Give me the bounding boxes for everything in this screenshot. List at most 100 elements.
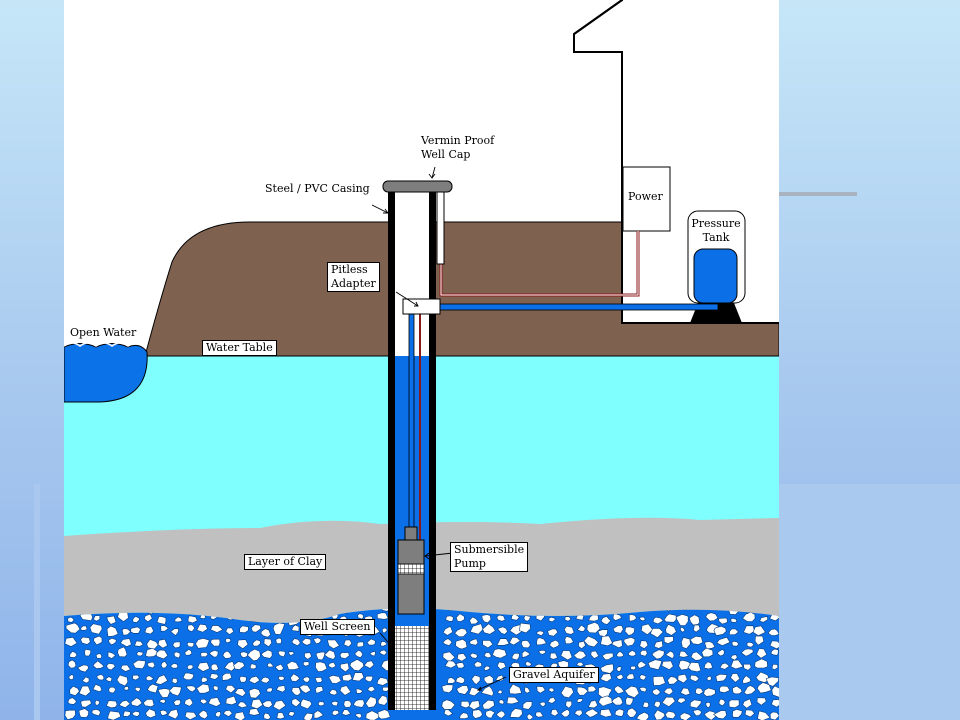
gravel-stone [624, 685, 640, 699]
gravel-stone [742, 611, 756, 622]
gravel-stone [612, 625, 624, 634]
gravel-stone [174, 616, 183, 623]
gravel-stone [469, 652, 478, 659]
gravel-stone [119, 638, 132, 648]
gravel-stone [340, 662, 350, 673]
gravel-stone [367, 685, 376, 693]
gravel-stone [728, 699, 740, 709]
gravel-stone [678, 650, 689, 658]
background-accent-line [779, 192, 857, 196]
gravel-stone [250, 698, 264, 710]
gravel-stone [380, 641, 388, 647]
gravel-stone [716, 636, 731, 647]
gravel-stone [356, 641, 364, 648]
pitless-adapter [402, 298, 441, 315]
gravel-stone [746, 641, 755, 648]
gravel-stone [67, 697, 77, 705]
gravel-stone [587, 699, 598, 709]
gravel-stone [182, 672, 195, 681]
gravel-stone [184, 649, 193, 656]
gravel-stone [173, 699, 181, 706]
gravel-stone [136, 651, 144, 657]
gravel-stone [524, 686, 531, 694]
gravel-stone [225, 685, 236, 694]
gravel-stone [134, 640, 144, 647]
gravel-stone [719, 685, 731, 694]
gravel-stone [626, 707, 638, 718]
gravel-stone [315, 661, 328, 673]
gravel-stone [637, 660, 647, 669]
gravel-stone [239, 676, 247, 683]
gravel-stone [222, 709, 233, 717]
gravel-stone [65, 622, 81, 634]
gravel-stone [291, 698, 302, 708]
gravel-stone [705, 701, 711, 709]
gravel-stone [560, 685, 574, 699]
gravel-stone [460, 700, 471, 709]
gravel-stone [314, 676, 323, 683]
gravel-stone [187, 624, 196, 633]
gravel-stone [651, 649, 665, 660]
gravel-stone [611, 639, 623, 649]
gravel-stone [331, 700, 339, 707]
gravel-stone [263, 638, 273, 648]
gravel-stone [638, 616, 646, 622]
gravel-stone [250, 624, 262, 633]
gravel-stone [376, 612, 389, 620]
gravel-stone [455, 638, 468, 650]
gravel-stone [249, 663, 257, 670]
gravel-stone [538, 649, 547, 655]
gravel-stone [69, 685, 80, 697]
gravel-stone [261, 700, 273, 709]
gravel-stone [703, 661, 714, 670]
gravel-stone [703, 641, 716, 650]
gravel-stone [667, 676, 679, 685]
gravel-stone [496, 661, 507, 670]
gravel-stone [713, 625, 727, 636]
gravel-stone [313, 637, 322, 645]
gravel-stone [198, 709, 209, 720]
label-pitless-line1: Pitless [331, 263, 368, 276]
gravel-stone [509, 683, 522, 695]
gravel-stone [144, 625, 155, 635]
gravel-stone [156, 616, 167, 625]
gravel-stone [84, 648, 92, 657]
gravel-stone [354, 649, 364, 658]
gravel-stone [286, 661, 300, 670]
gravel-stone [214, 711, 222, 718]
gravel-stone [313, 710, 324, 719]
gravel-stone [663, 636, 674, 645]
gravel-stone [550, 708, 559, 717]
gravel-stone [143, 699, 155, 708]
gravel-stone [106, 700, 118, 709]
gravel-stone [719, 662, 730, 670]
gravel-stone [185, 685, 197, 693]
gravel-stone [200, 651, 209, 658]
gravel-stone [661, 696, 676, 708]
gravel-stone [328, 661, 337, 669]
gravel-stone [576, 661, 585, 667]
gravel-stone [272, 622, 286, 635]
gravel-stone [661, 660, 674, 671]
gravel-stone [754, 658, 768, 669]
gravel-stone [167, 708, 179, 720]
power-box [622, 166, 671, 232]
gravel-stone [456, 653, 468, 662]
gravel-stone [627, 650, 637, 657]
gravel-stone [586, 622, 601, 634]
gravel-stone [237, 639, 249, 650]
label-casing: Steel / PVC Casing [265, 182, 370, 195]
gravel-stone [690, 651, 704, 661]
gravel-stone [275, 637, 282, 644]
gravel-stone [509, 708, 523, 718]
well-cap [382, 180, 453, 193]
gravel-stone [511, 613, 520, 621]
gravel-stone [339, 685, 352, 696]
gravel-stone [628, 614, 637, 622]
gravel-stone [508, 636, 521, 646]
background-accent-panel [779, 484, 960, 720]
gravel-stone [92, 660, 105, 669]
gravel-stone [135, 686, 142, 693]
gravel-stone [523, 615, 531, 622]
gravel-stone [473, 661, 483, 668]
